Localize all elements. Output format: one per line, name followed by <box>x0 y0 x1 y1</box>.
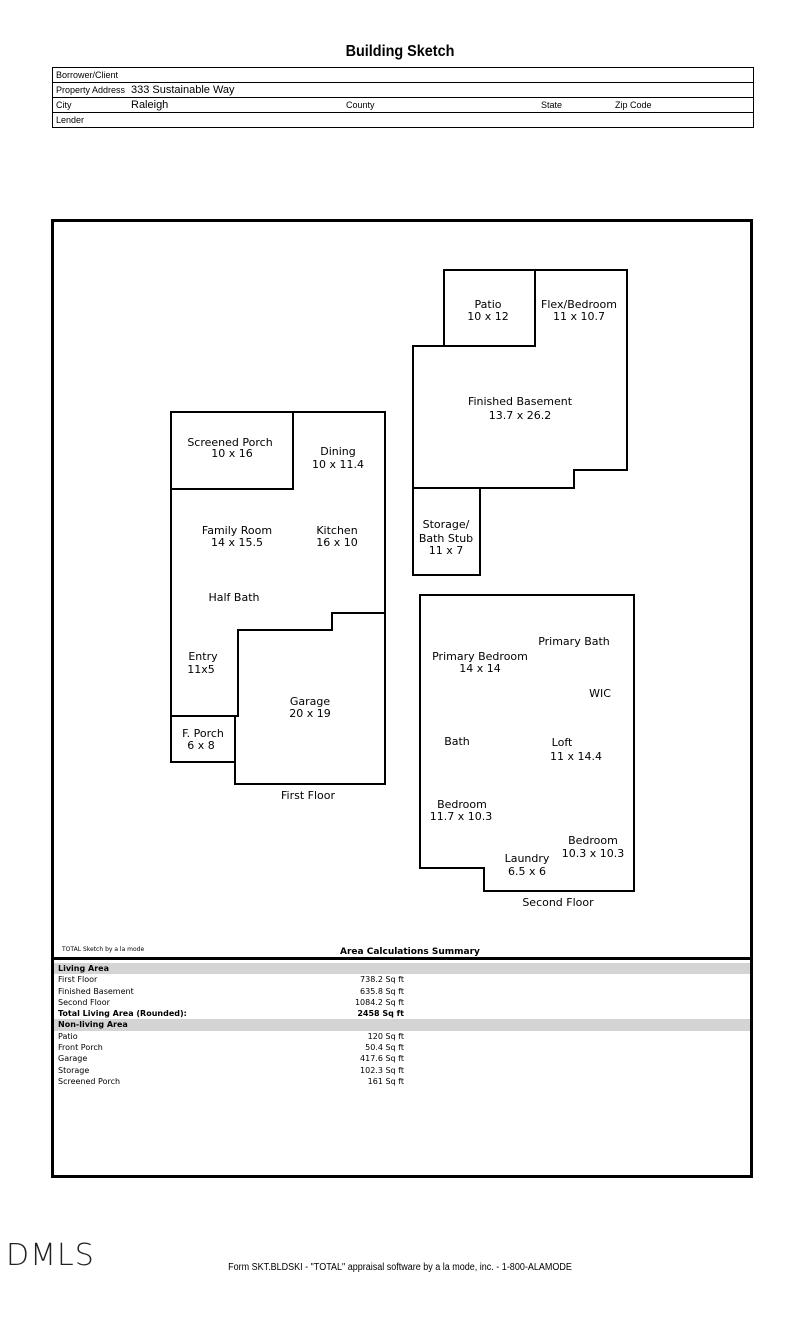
room-label: Loft <box>552 736 573 749</box>
room-label: Primary Bedroom <box>432 650 528 663</box>
row-label: Storage <box>58 1065 90 1075</box>
first-floor-plan <box>170 411 386 785</box>
room-dimension: 11.7 x 10.3 <box>430 810 493 823</box>
room-label: Patio <box>475 298 502 311</box>
room-dimension: 6 x 8 <box>187 739 215 752</box>
row-value: 102.3 Sq ft <box>360 1065 404 1075</box>
row-label: Non-living Area <box>58 1020 128 1030</box>
room-dimension: 11x5 <box>187 663 215 676</box>
row-label: Second Floor <box>58 997 110 1007</box>
screened-porch-wall <box>171 412 294 490</box>
row-label: Garage <box>58 1054 88 1064</box>
room-label: Flex/Bedroom <box>541 298 617 311</box>
storage-outline <box>412 487 481 576</box>
summary-row: Storage 102.3 Sq ft <box>54 1065 750 1076</box>
room-label: Kitchen <box>316 524 357 537</box>
page-title: Building Sketch <box>345 43 455 60</box>
room-dimension: 11 x 10.7 <box>553 310 605 323</box>
room-label: Dining <box>320 445 356 458</box>
section-header: Living Area <box>54 963 750 975</box>
row-label: First Floor <box>58 975 98 985</box>
room-dimension: 13.7 x 26.2 <box>489 409 552 422</box>
row-value: 417.6 Sq ft <box>360 1054 404 1064</box>
county-label: County <box>346 100 375 110</box>
row-value: 1084.2 Sq ft <box>354 997 404 1007</box>
room-dimension: 16 x 10 <box>316 536 358 549</box>
room-label: Laundry <box>505 852 550 865</box>
row-value: 2458 Sq ft <box>357 1009 404 1019</box>
row-label: Finished Basement <box>58 986 134 996</box>
room-dimension: 11 x 7 <box>429 544 464 557</box>
room-label: Half Bath <box>208 591 259 604</box>
room-dimension: 11 x 14.4 <box>550 750 602 763</box>
summary-row: Screened Porch 161 Sq ft <box>54 1076 750 1087</box>
room-label: Bath <box>444 735 470 748</box>
floor-caption: Second Floor <box>522 896 594 909</box>
room-label: Bedroom <box>568 834 618 847</box>
summary-row: Patio 120 Sq ft <box>54 1031 750 1042</box>
zip-label: Zip Code <box>615 100 652 110</box>
header-table: Borrower/Client Property Address 333 Sust… <box>52 67 754 128</box>
room-dimension: 14 x 15.5 <box>211 536 263 549</box>
garage-outline <box>234 612 386 785</box>
form-footer: Form SKT.BLDSKI - "TOTAL" appraisal soft… <box>228 1262 572 1273</box>
room-dimension: 20 x 19 <box>289 707 331 720</box>
row-label: Total Living Area (Rounded): <box>58 1009 187 1019</box>
city-label: City <box>56 100 72 110</box>
dmls-logo: DMLS <box>6 1238 95 1273</box>
sketch-frame <box>51 219 753 1178</box>
borrower-label: Borrower/Client <box>56 70 119 80</box>
room-dimension: 10.3 x 10.3 <box>562 847 625 860</box>
row-value: 635.8 Sq ft <box>360 986 404 996</box>
room-label: WIC <box>589 687 611 700</box>
row-value: 161 Sq ft <box>367 1076 404 1086</box>
room-dimension: 10 x 11.4 <box>312 458 364 471</box>
room-label: Bedroom <box>437 798 487 811</box>
summary-divider <box>51 957 753 960</box>
row-value: 120 Sq ft <box>367 1031 404 1041</box>
room-label: Screened Porch <box>187 436 272 449</box>
room-label: F. Porch <box>182 727 224 740</box>
sketch-credit: TOTAL Sketch by a la mode <box>62 946 145 953</box>
room-label: Entry <box>188 650 218 663</box>
room-dimension: 6.5 x 6 <box>508 865 546 878</box>
room-label: Storage/ <box>423 518 470 531</box>
row-value: 738.2 Sq ft <box>360 975 404 985</box>
room-label: Family Room <box>202 524 272 537</box>
row-label: Patio <box>58 1031 78 1041</box>
summary-row: Total Living Area (Rounded): 2458 Sq ft <box>54 1008 750 1019</box>
room-dimension: 14 x 14 <box>459 662 501 675</box>
row-label: Front Porch <box>58 1043 103 1053</box>
room-dimension: 10 x 12 <box>467 310 509 323</box>
room-dimension: 10 x 16 <box>211 447 253 460</box>
floor-plan: Screened Porch 10 x 16 Dining 10 x 11.4 … <box>170 269 635 909</box>
summary-row: First Floor 738.2 Sq ft <box>54 974 750 985</box>
room-label: Garage <box>290 695 331 708</box>
address-value: 333 Sustainable Way <box>131 84 235 96</box>
state-label: State <box>541 100 563 110</box>
row-label: Living Area <box>58 964 109 973</box>
second-floor-outline <box>419 594 635 892</box>
basement-plan <box>412 269 628 576</box>
address-label: Property Address <box>56 85 126 95</box>
lender-label: Lender <box>56 115 85 125</box>
summary-row: Finished Basement 635.8 Sq ft <box>54 986 750 997</box>
patio-wall <box>444 270 536 347</box>
city-value: Raleigh <box>131 99 169 111</box>
summary-row: Garage 417.6 Sq ft <box>54 1053 750 1064</box>
room-label: Finished Basement <box>468 395 573 408</box>
summary-row: Front Porch 50.4 Sq ft <box>54 1042 750 1053</box>
room-dimension: Bath Stub <box>419 532 473 545</box>
floor-caption: First Floor <box>281 789 335 802</box>
basement-outline <box>412 269 628 489</box>
room-label: Primary Bath <box>538 635 610 648</box>
summary-row: Second Floor 1084.2 Sq ft <box>54 997 750 1008</box>
front-porch-outline <box>170 715 236 763</box>
section-header: Non-living Area <box>54 1019 750 1031</box>
row-value: 50.4 Sq ft <box>365 1043 404 1053</box>
summary-title: Area Calculations Summary <box>340 947 480 957</box>
row-label: Screened Porch <box>58 1076 121 1086</box>
